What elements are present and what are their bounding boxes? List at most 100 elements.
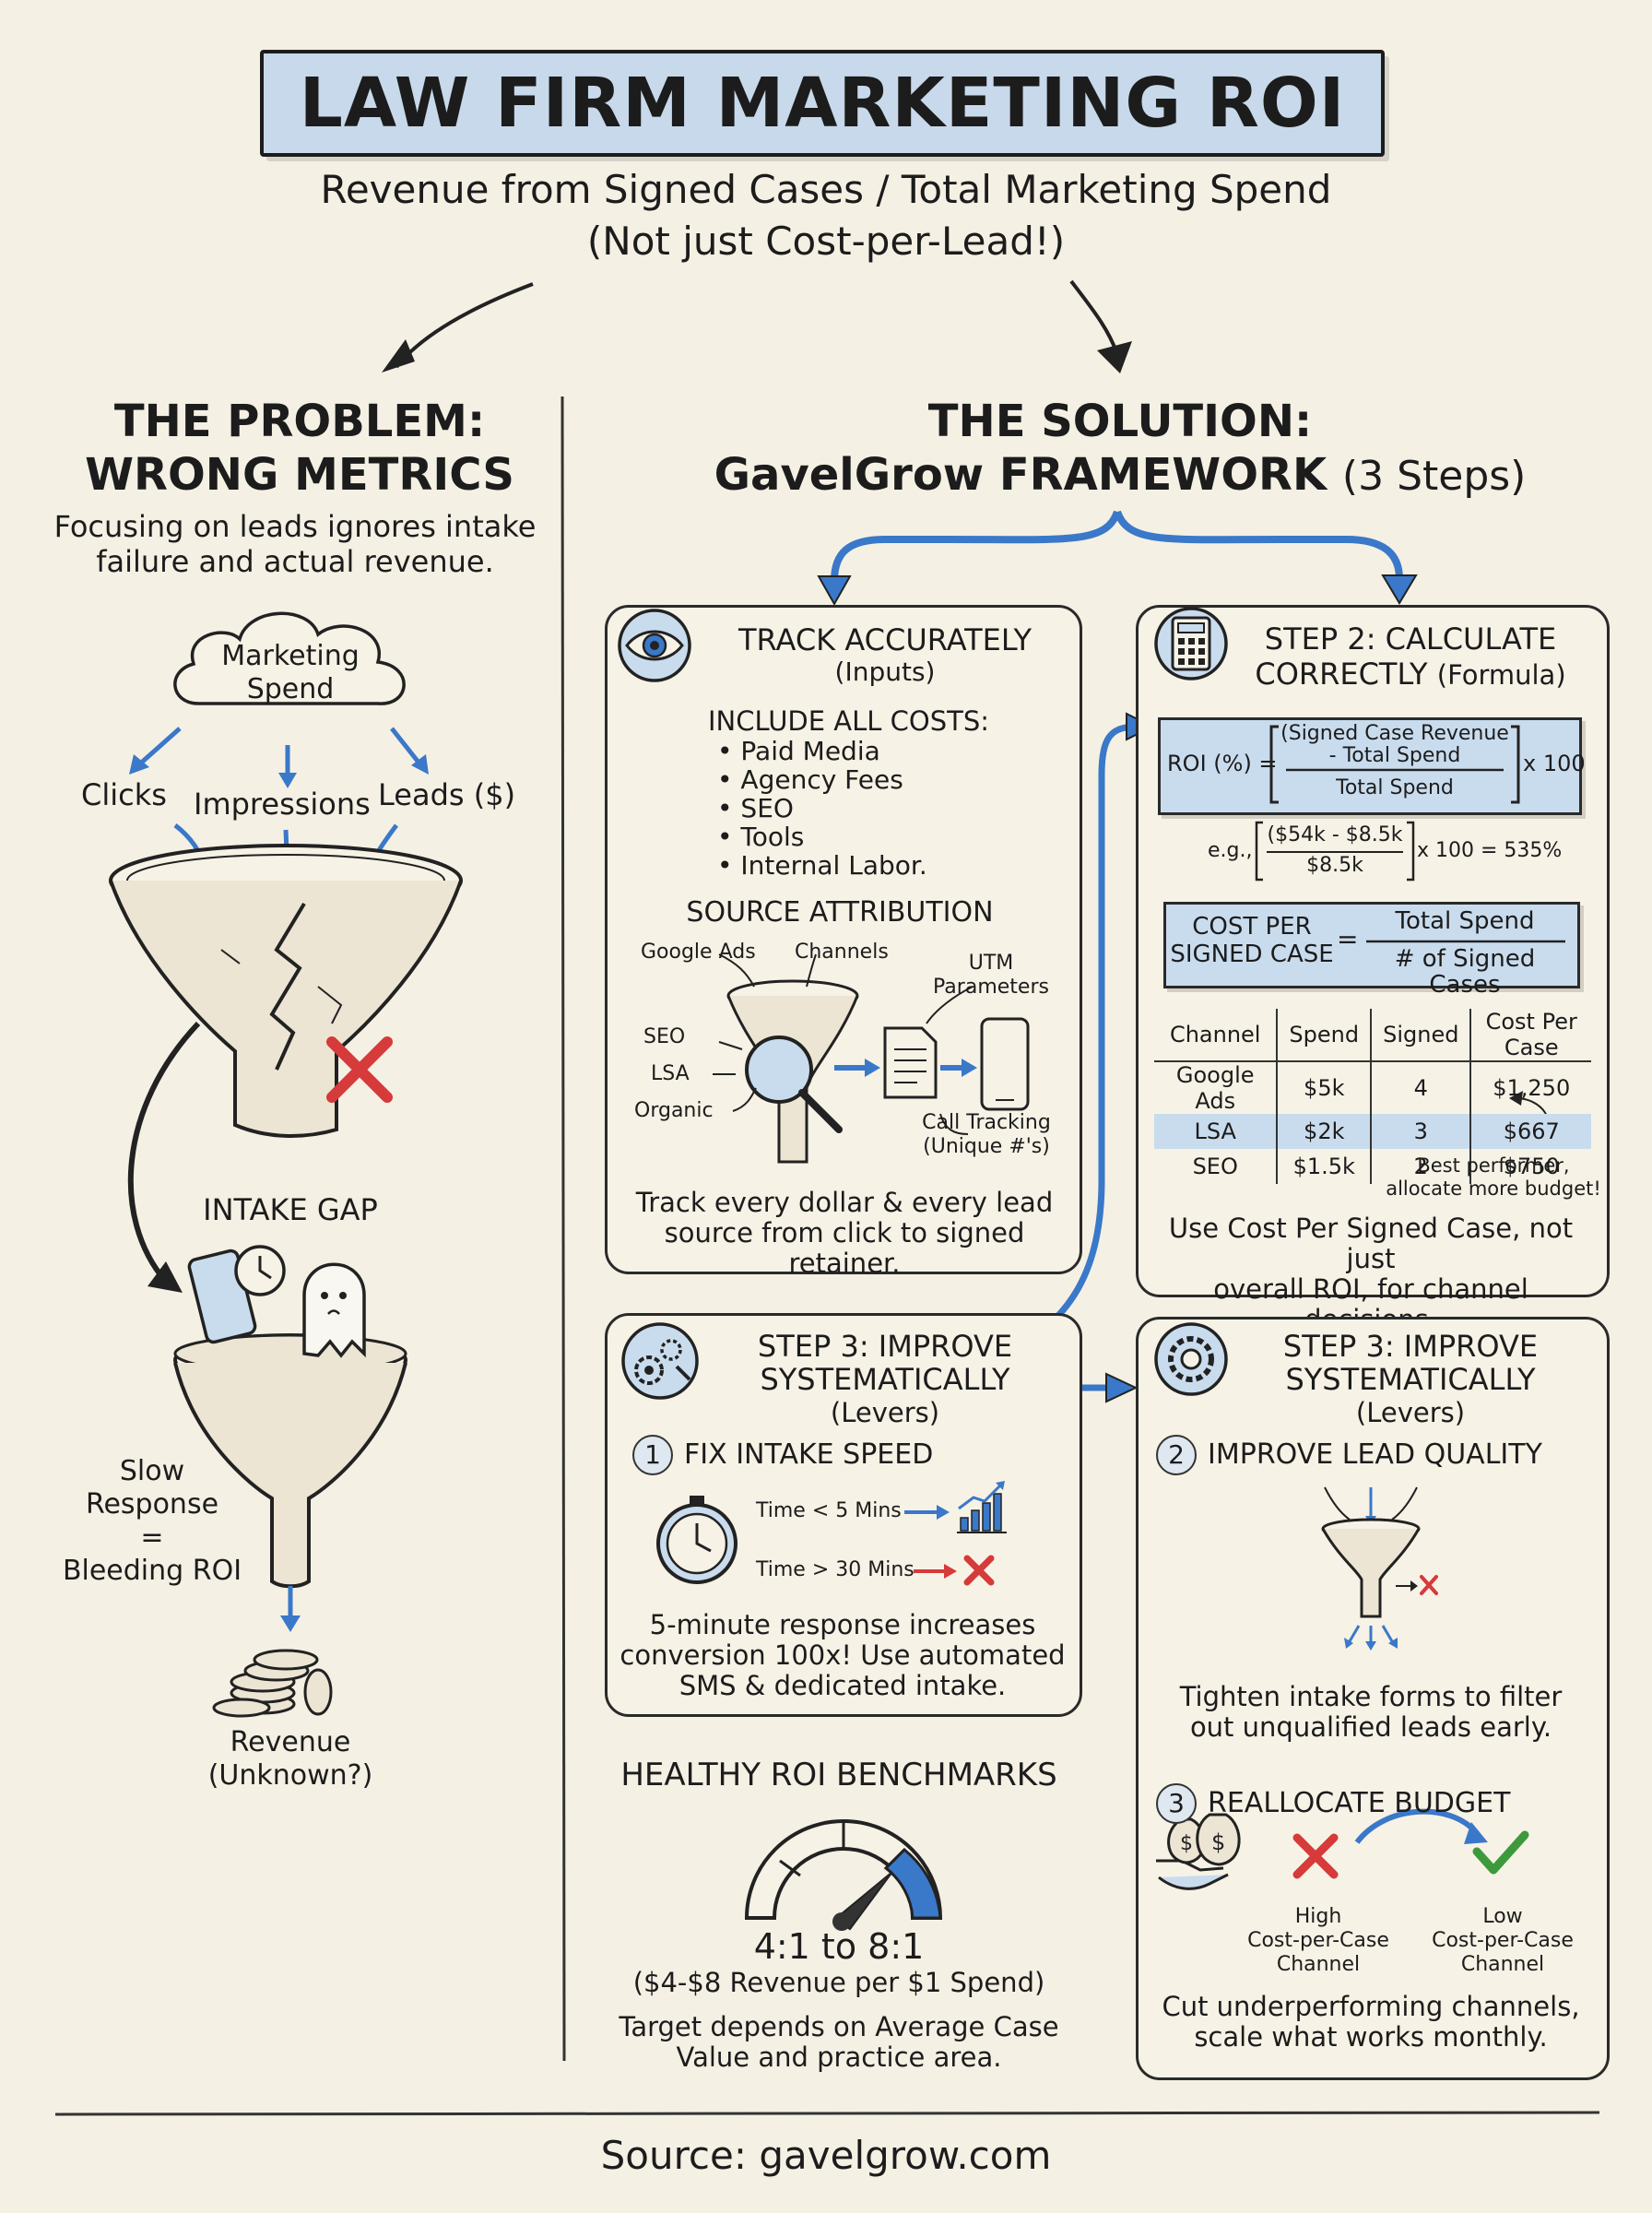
- growth-chart-icon: [957, 1481, 1007, 1533]
- low-cost-check-icon: [1472, 1830, 1529, 1875]
- solution-heading-line-2: GavelGrow FRAMEWORK (3 Steps): [645, 448, 1595, 503]
- cost-item: • Paid Media: [717, 736, 880, 766]
- eg-brackets: [1255, 821, 1415, 882]
- lever-2-label: IMPROVE LEAD QUALITY: [1208, 1438, 1542, 1471]
- improve-left-subtitle: (Levers): [830, 1397, 940, 1428]
- low-line-1: Low: [1482, 1905, 1523, 1928]
- attr-seo: SEO: [643, 1025, 686, 1048]
- footer-rule: [54, 2111, 1600, 2116]
- cpsc-denominator: # of Signed Cases: [1394, 945, 1536, 999]
- solution-heading: THE SOLUTION: GavelGrow FRAMEWORK (3 Ste…: [645, 395, 1595, 503]
- cpsc-equals: =: [1337, 924, 1359, 954]
- track-costs-heading: INCLUDE ALL COSTS:: [708, 705, 990, 737]
- roi-brackets: [1269, 725, 1520, 804]
- call-line-1: Call Tracking: [922, 1111, 1051, 1134]
- track-costs-list: • Paid Media • Agency Fees • SEO • Tools…: [717, 737, 927, 880]
- source-credit: Source: gavelgrow.com: [600, 2133, 1052, 2178]
- high-line-1: High: [1294, 1905, 1342, 1928]
- table-cell: $2k: [1276, 1114, 1372, 1149]
- calculate-footer-line-1: Use Cost Per Signed Case, not just: [1168, 1213, 1574, 1274]
- table-header: Spend: [1276, 1009, 1372, 1062]
- table-cell: $750: [1469, 1149, 1591, 1184]
- cost-item: • Internal Labor.: [717, 850, 927, 881]
- benchmarks-title: HEALTHY ROI BENCHMARKS: [620, 1757, 1057, 1793]
- improve-right-footer-line-1: Cut underperforming channels,: [1162, 1991, 1580, 2022]
- intake-gap-label: INTAKE GAP: [203, 1192, 378, 1227]
- roi-label: ROI (%) =: [1167, 751, 1278, 776]
- table-header-row: Channel Spend Signed Cost Per Case: [1154, 1009, 1591, 1062]
- slow-response-label: Slow Response = Bleeding ROI: [51, 1455, 254, 1588]
- attr-google-ads: Google Ads: [641, 941, 756, 964]
- arrow-to-solution: [1069, 279, 1120, 359]
- subtitle-line-2: (Not just Cost-per-Lead!): [586, 219, 1066, 264]
- cloud-label: Marketing Spend: [171, 640, 410, 706]
- gear-icon: [1154, 1322, 1228, 1396]
- lever-1-label: FIX INTAKE SPEED: [684, 1438, 934, 1471]
- high-cost-channel-label: High Cost-per-Case Channel: [1235, 1905, 1401, 1977]
- lever-2-line-2: out unqualified leads early.: [1189, 1711, 1552, 1743]
- problem-description: Focusing on leads ignores intake failure…: [37, 509, 553, 579]
- improve-left-footer-line-2: conversion 100x! Use automated: [620, 1639, 1066, 1671]
- improve-left-title-line-2: SYSTEMATICALLY: [760, 1362, 1010, 1397]
- calculate-title-line-1: STEP 2: CALCULATE: [1264, 621, 1557, 657]
- best-performer-note: Best performer, allocate more budget!: [1383, 1154, 1604, 1201]
- calculate-title-correctly: CORRECTLY: [1255, 657, 1428, 692]
- cpsc-numerator: Total Spend: [1395, 907, 1535, 935]
- funnel-diagram: [109, 727, 463, 1718]
- track-footer: Track every dollar & every lead source f…: [614, 1188, 1075, 1279]
- track-subtitle: (Inputs): [834, 657, 936, 687]
- svg-text:$: $: [1180, 1832, 1193, 1855]
- failure-x-icon: [326, 1036, 393, 1103]
- impressions-label: Impressions: [194, 787, 371, 822]
- roi-num-line-2: - Total Spend: [1328, 744, 1461, 767]
- table-cell: SEO: [1192, 1154, 1238, 1179]
- attr-utm: UTM Parameters: [922, 952, 1060, 1000]
- benchmark-note: Target depends on Average Case Value and…: [590, 2012, 1088, 2073]
- roi-num-line-1: (Signed Case Revenue: [1280, 722, 1509, 745]
- lever-2-line-1: Tighten intake forms to filter: [1179, 1681, 1563, 1712]
- cpsc-formula-box: [1163, 902, 1580, 988]
- cost-item: • SEO: [717, 793, 794, 823]
- track-footer-line-2: source from click to signed retainer.: [664, 1217, 1025, 1279]
- best-line-2: allocate more budget!: [1386, 1178, 1601, 1200]
- improve-speed-graphics: [621, 1322, 1007, 1586]
- cpsc-label: COST PER SIGNED CASE: [1169, 913, 1335, 968]
- roi-gauge-icon: [744, 1819, 943, 1931]
- low-line-2: Cost-per-Case: [1432, 1929, 1574, 1952]
- lever-3-number: 3: [1156, 1783, 1197, 1824]
- brace-right-head: [1381, 574, 1418, 605]
- slow-x-icon: [963, 1555, 995, 1586]
- coins-icon: [212, 1649, 333, 1718]
- subtitle: Revenue from Signed Cases / Total Market…: [184, 164, 1468, 267]
- slow-line-2: Response: [85, 1488, 219, 1521]
- improve-left-title: STEP 3: IMPROVE SYSTEMATICALLY (Levers): [701, 1330, 1069, 1429]
- brace-left-head: [817, 575, 852, 607]
- svg-text:$: $: [1211, 1829, 1225, 1855]
- table-cell: $667: [1469, 1114, 1591, 1149]
- cost-item: • Agency Fees: [717, 764, 903, 795]
- cloud-label-line-1: Marketing: [221, 640, 360, 672]
- slow-line-4: Bleeding ROI: [62, 1555, 242, 1587]
- problem-desc-line-2: failure and actual revenue.: [96, 544, 494, 579]
- eg-numerator: ($54k - $8.5k: [1267, 823, 1403, 846]
- eg-result: x 100 = 535%: [1417, 839, 1563, 862]
- problem-desc-line-1: Focusing on leads ignores intake: [53, 509, 537, 544]
- slow-line-3: =: [140, 1521, 164, 1554]
- utm-line-1: UTM: [968, 952, 1014, 975]
- page-title: LAW FIRM MARKETING ROI: [299, 64, 1346, 143]
- roi-denominator: Total Spend: [1336, 776, 1454, 799]
- document-icon: [883, 1026, 938, 1099]
- high-line-3: Channel: [1276, 1953, 1361, 1976]
- table-header: Cost Per Case: [1469, 1009, 1591, 1062]
- cloud-icon: [173, 611, 406, 705]
- attr-call-tracking: Call Tracking (Unique #'s): [913, 1111, 1060, 1159]
- calculator-icon: [1154, 607, 1228, 680]
- roi-multiplier: x 100: [1523, 751, 1586, 776]
- table-cell: 2: [1370, 1149, 1471, 1184]
- improve-left-title-line-1: STEP 3: IMPROVE: [757, 1329, 1013, 1364]
- attr-lsa: LSA: [651, 1062, 690, 1085]
- roi-numerator: (Signed Case Revenue - Total Spend: [1277, 723, 1513, 767]
- eye-icon: [618, 609, 691, 682]
